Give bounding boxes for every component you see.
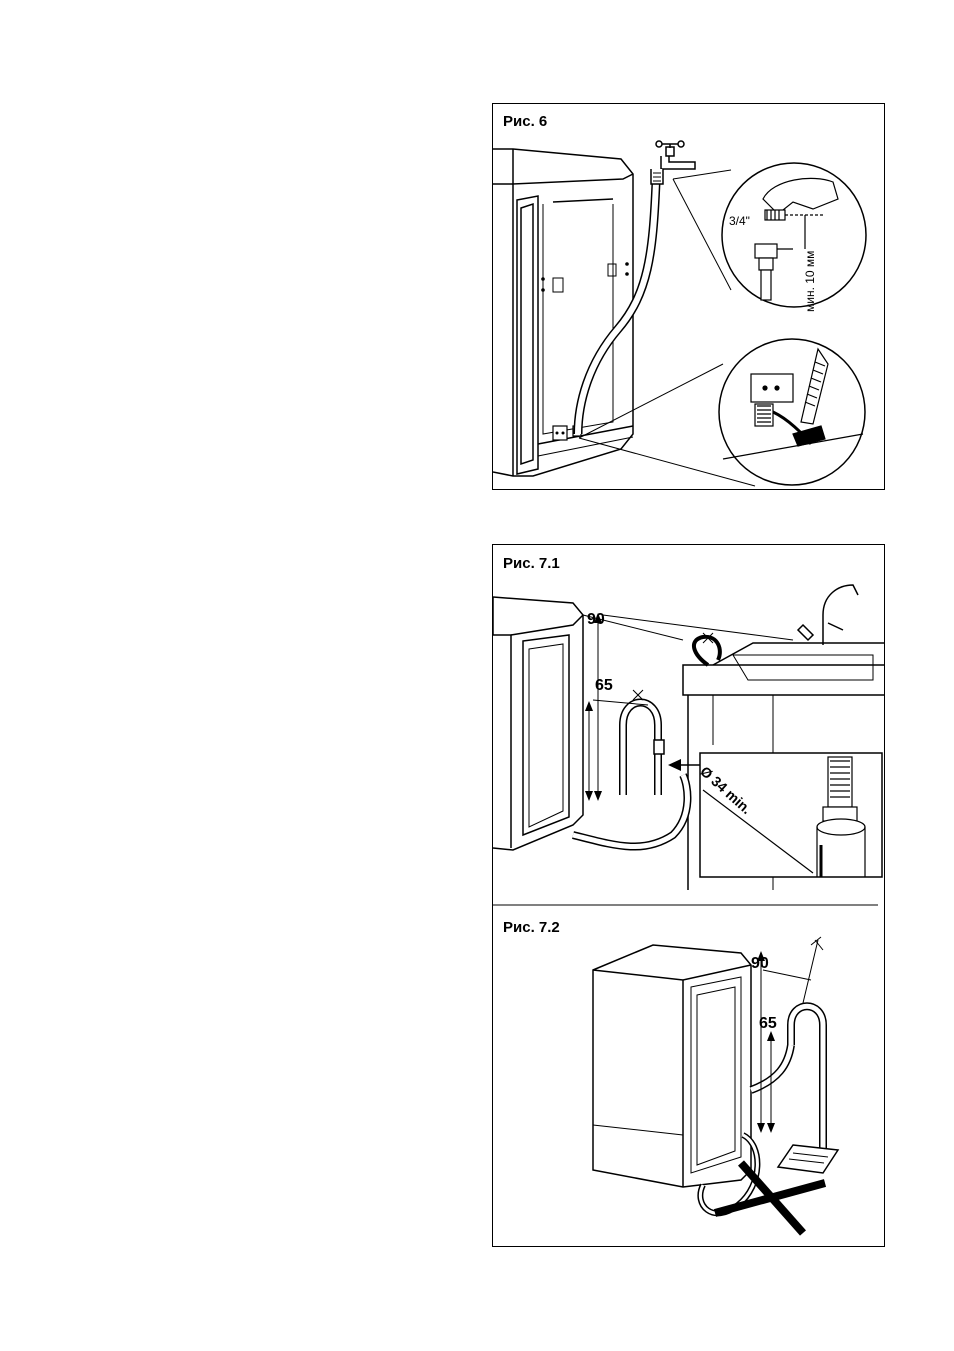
- height-90-label-7-1: 90: [587, 611, 605, 629]
- figure-7-illustration: [493, 545, 885, 1247]
- figure-7-1-label: Рис. 7.1: [501, 555, 562, 572]
- figure-7-2-label: Рис. 7.2: [501, 919, 562, 936]
- figure-6-panel: Рис. 6 3/4" мин. 10 мм: [492, 103, 885, 490]
- figure-6-illustration: [493, 104, 885, 490]
- height-65-label-7-1: 65: [595, 677, 613, 695]
- thread-size-label: 3/4": [729, 214, 750, 228]
- min-distance-label: мин. 10 мм: [803, 251, 817, 312]
- height-90-label-7-2: 90: [751, 955, 769, 973]
- figure-6-label: Рис. 6: [501, 113, 549, 130]
- height-65-label-7-2: 65: [759, 1015, 777, 1033]
- figure-7-panel: Рис. 7.1 90 65 Ø 34 min. Рис. 7.2 90 65: [492, 544, 885, 1247]
